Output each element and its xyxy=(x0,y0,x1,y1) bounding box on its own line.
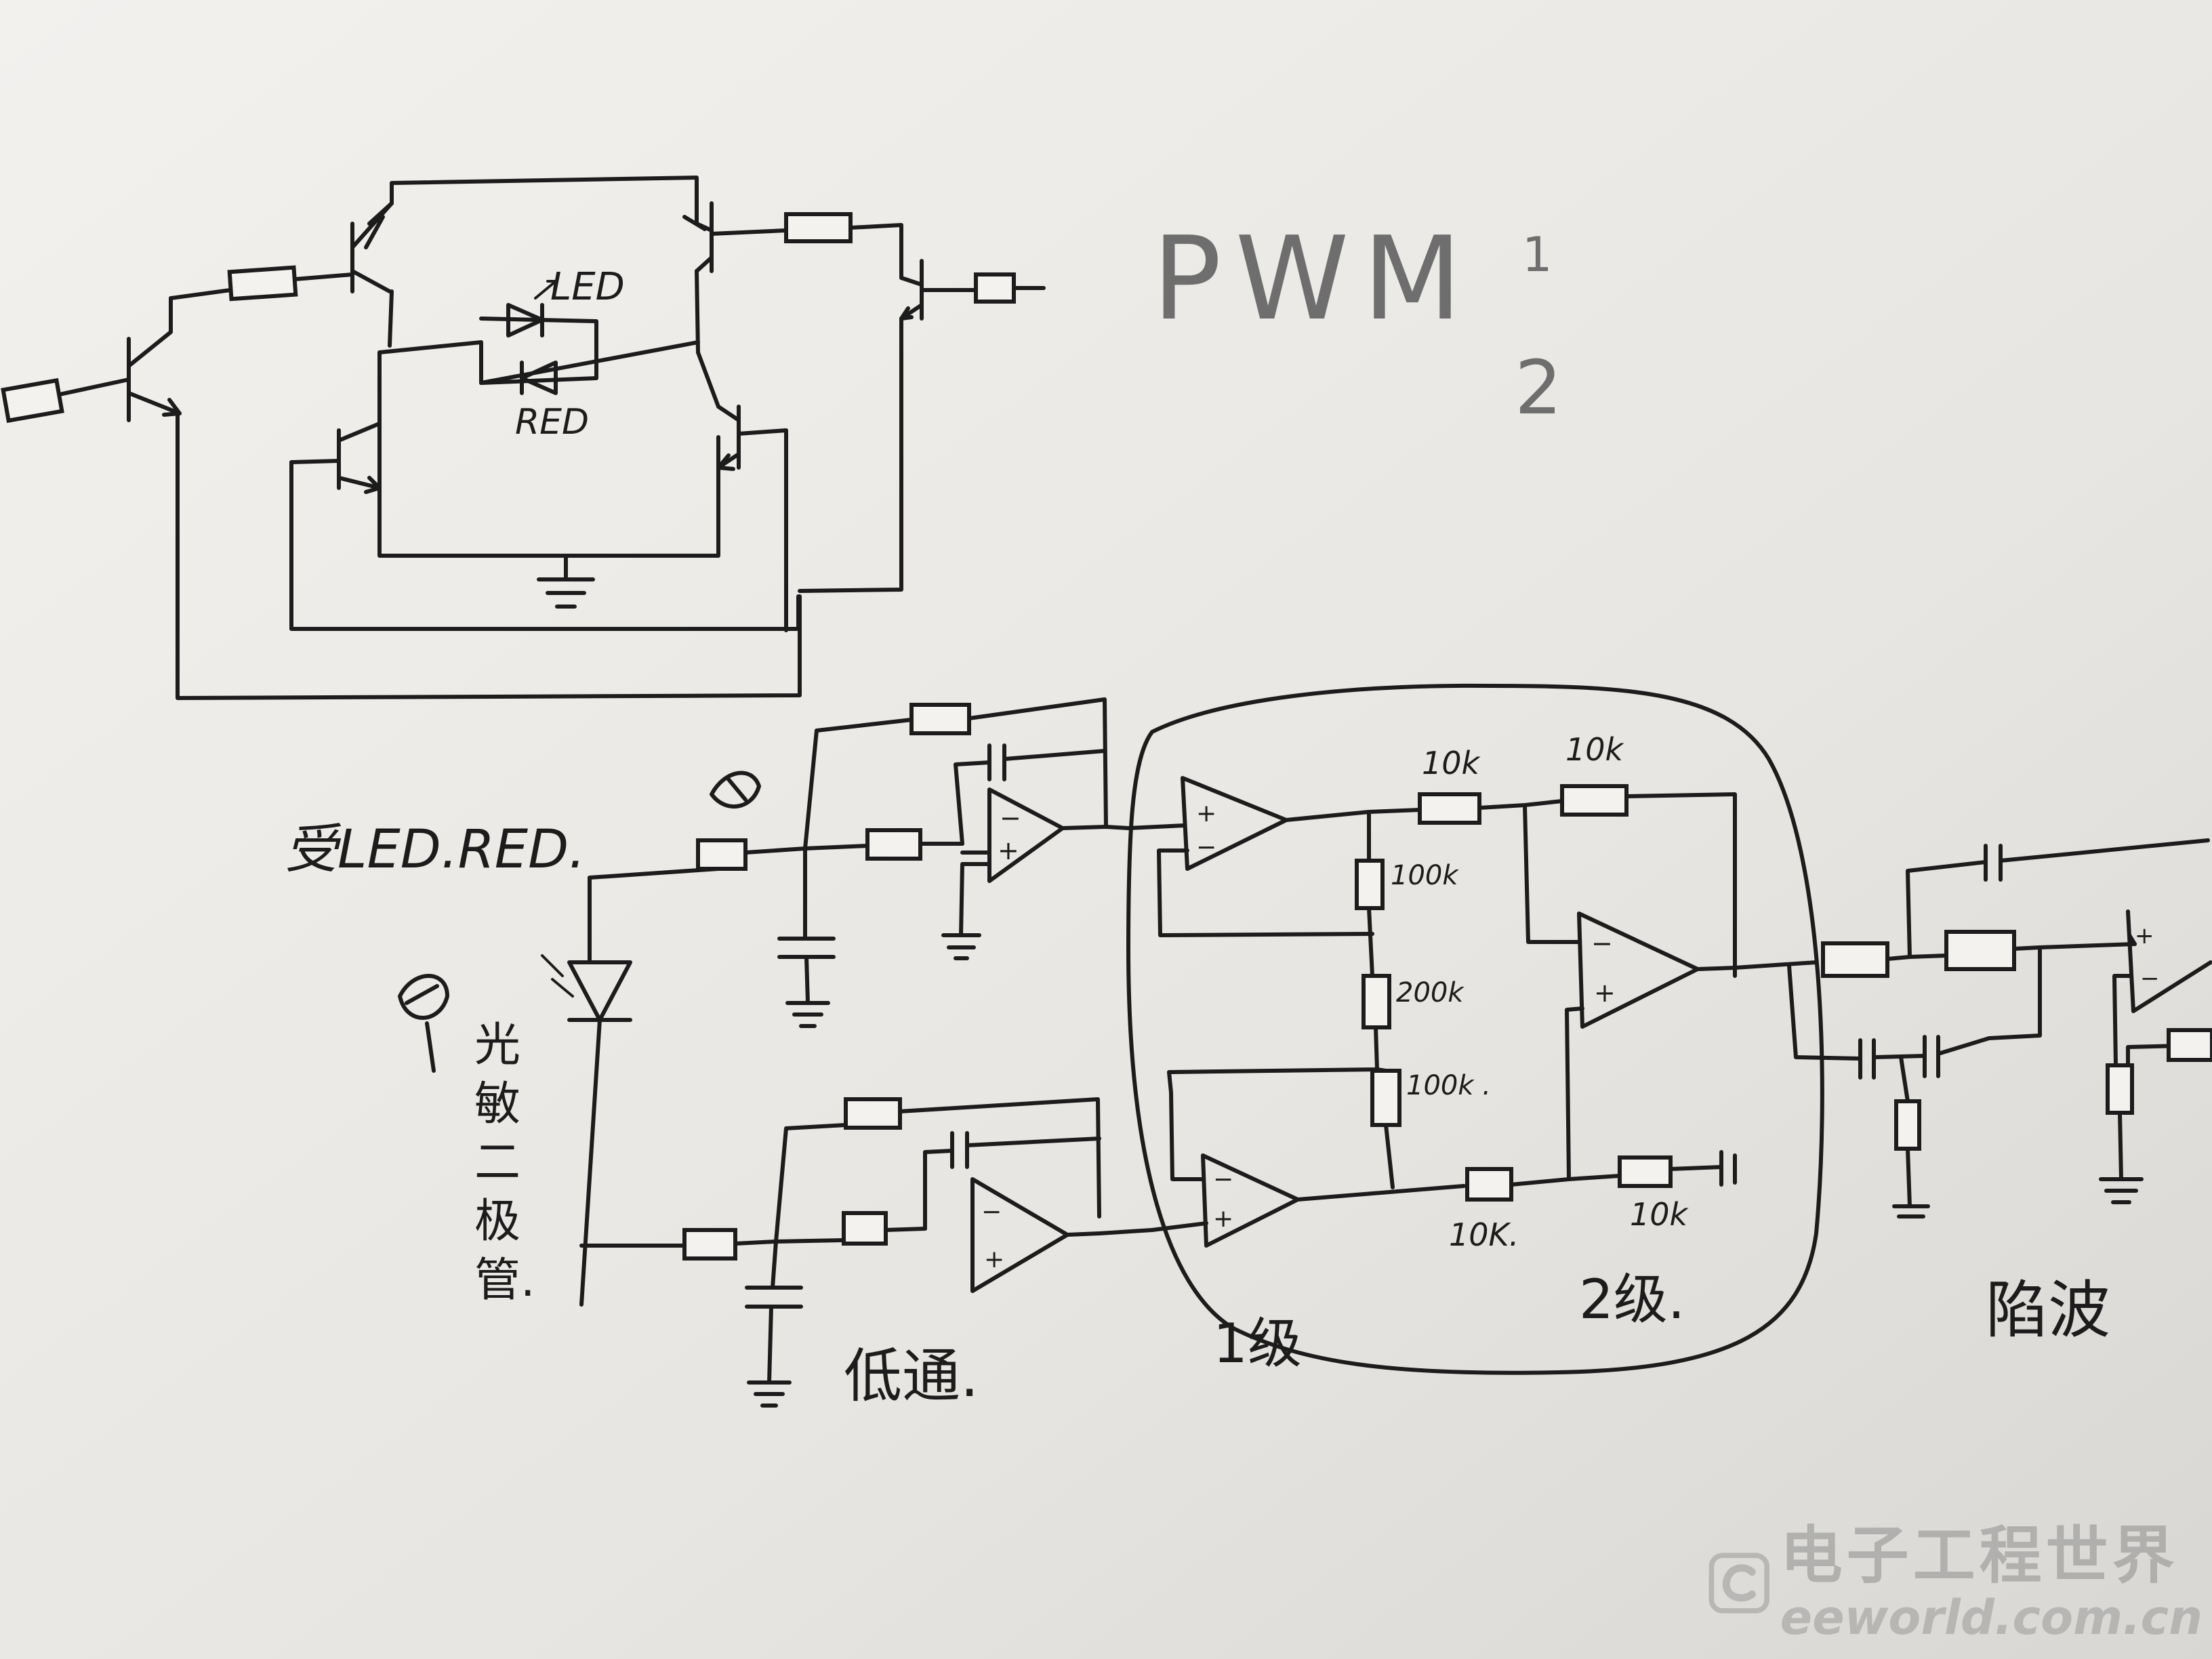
svg-text:敏: 敏 xyxy=(474,1078,520,1131)
lpf2-series-resistor xyxy=(842,1211,888,1246)
svg-text:光: 光 xyxy=(474,1019,520,1072)
eeworld-watermark: 电子工程世界 eeworld.com.cn xyxy=(1708,1515,2203,1651)
label-r-100k-b: 100k . xyxy=(1406,1070,1491,1101)
label-r-10k-d: 10k xyxy=(1630,1196,1689,1233)
svg-text:+: + xyxy=(984,1246,1004,1273)
resistor-q-upper-right xyxy=(784,212,853,243)
lpf1-series-resistor xyxy=(865,828,922,861)
svg-text:−: − xyxy=(1213,1166,1233,1193)
eeworld-logo-icon xyxy=(1708,1553,1769,1614)
svg-text:−: − xyxy=(2140,965,2160,992)
resistor-100k-bottom xyxy=(1370,1069,1401,1127)
svg-text:管.: 管. xyxy=(474,1254,535,1307)
watermark-cn: 电子工程世界 xyxy=(1780,1519,2179,1592)
notch-filter: + − xyxy=(1787,838,2212,1218)
resistor-10k-d xyxy=(1618,1155,1673,1188)
lpf1-feedback-resistor xyxy=(909,703,971,735)
pwm-input-resistor xyxy=(974,272,1016,304)
watermark-text: 电子工程世界 eeworld.com.cn xyxy=(1780,1519,2203,1645)
lpf1-feedback-capacitor xyxy=(987,743,1006,781)
label-pwm-mark: 1 xyxy=(1522,227,1553,283)
instrumentation-amp-outline xyxy=(1126,683,1824,1375)
label-r-10k-a: 10k xyxy=(1422,745,1481,781)
label-receive-led-red: 受LED.RED. xyxy=(285,819,586,880)
opamp-lpf1 xyxy=(987,787,1065,883)
label-led: LED xyxy=(550,265,625,309)
label-pwm-sub: 2 xyxy=(1515,344,1562,431)
svg-text:−: − xyxy=(981,1198,1002,1226)
lpf1-input-resistor xyxy=(696,838,747,871)
lpf2-feedback-capacitor xyxy=(950,1131,969,1169)
svg-text:+: + xyxy=(2135,922,2154,949)
resistor-10k-c xyxy=(1465,1167,1513,1202)
opamp-lpf2 xyxy=(970,1177,1069,1293)
led-diode-symbol xyxy=(506,303,544,337)
label-r-10k-b: 10k xyxy=(1565,731,1625,768)
svg-text:+: + xyxy=(1213,1205,1233,1233)
notch-cap-right xyxy=(1923,1035,1940,1078)
label-r-100k-a: 100k xyxy=(1391,860,1459,891)
label-stage2: 2级. xyxy=(1579,1268,1685,1331)
label-r-200k: 200k xyxy=(1396,977,1465,1008)
label-pwm: PWM xyxy=(1152,212,1475,346)
opamp-stage1-top xyxy=(1181,776,1288,871)
lpf2-shunt-capacitor xyxy=(745,1286,803,1309)
label-red: RED xyxy=(515,402,589,443)
label-lowpass: 低通. xyxy=(844,1343,979,1410)
opamp-stage1-bottom xyxy=(1201,1153,1300,1248)
resistor-10k-b xyxy=(1560,784,1629,817)
svg-text:−: − xyxy=(1000,803,1021,833)
notch-feedback-resistor xyxy=(2106,1063,2134,1115)
notch-output-resistor xyxy=(2167,1028,2212,1062)
label-r-10k-c: 10K. xyxy=(1449,1216,1519,1253)
label-photodiode: 光 敏 二 极 管. xyxy=(474,1019,535,1307)
resistor-200k xyxy=(1361,974,1391,1029)
eye-doodle-1 xyxy=(710,771,761,809)
svg-text:+: + xyxy=(1594,978,1616,1008)
opamp-notch xyxy=(2126,909,2212,1013)
svg-text:+: + xyxy=(1196,800,1216,827)
svg-text:极: 极 xyxy=(474,1195,520,1248)
notch-mid-resistor xyxy=(1944,930,2016,971)
red-diode-symbol xyxy=(520,361,558,395)
svg-text:−: − xyxy=(1591,928,1613,958)
receiver-chain: − + − + + − xyxy=(541,683,1824,1408)
ground-symbol-top xyxy=(537,554,595,609)
resistor-100k-top xyxy=(1355,859,1385,910)
notch-shunt-resistor xyxy=(1894,1099,1921,1151)
eye-doodle-2 xyxy=(398,974,449,1073)
input-resistor xyxy=(1,377,64,424)
notch-input-resistor xyxy=(1821,941,1889,978)
watermark-url: eeworld.com.cn xyxy=(1780,1590,2203,1645)
svg-text:−: − xyxy=(1196,834,1216,861)
opamp-stage2 xyxy=(1577,912,1700,1029)
lpf2-input-resistor xyxy=(682,1228,737,1261)
svg-text:二: 二 xyxy=(474,1136,520,1189)
h-bridge-driver xyxy=(1,176,1046,700)
resistor-10k-a xyxy=(1418,792,1481,825)
lpf2-feedback-resistor xyxy=(844,1097,902,1130)
svg-text:+: + xyxy=(998,836,1019,865)
label-notch: 陷波 xyxy=(1986,1274,2110,1347)
label-stage1: 1级 xyxy=(1213,1312,1302,1375)
resistor-q-upper-left xyxy=(227,265,298,302)
